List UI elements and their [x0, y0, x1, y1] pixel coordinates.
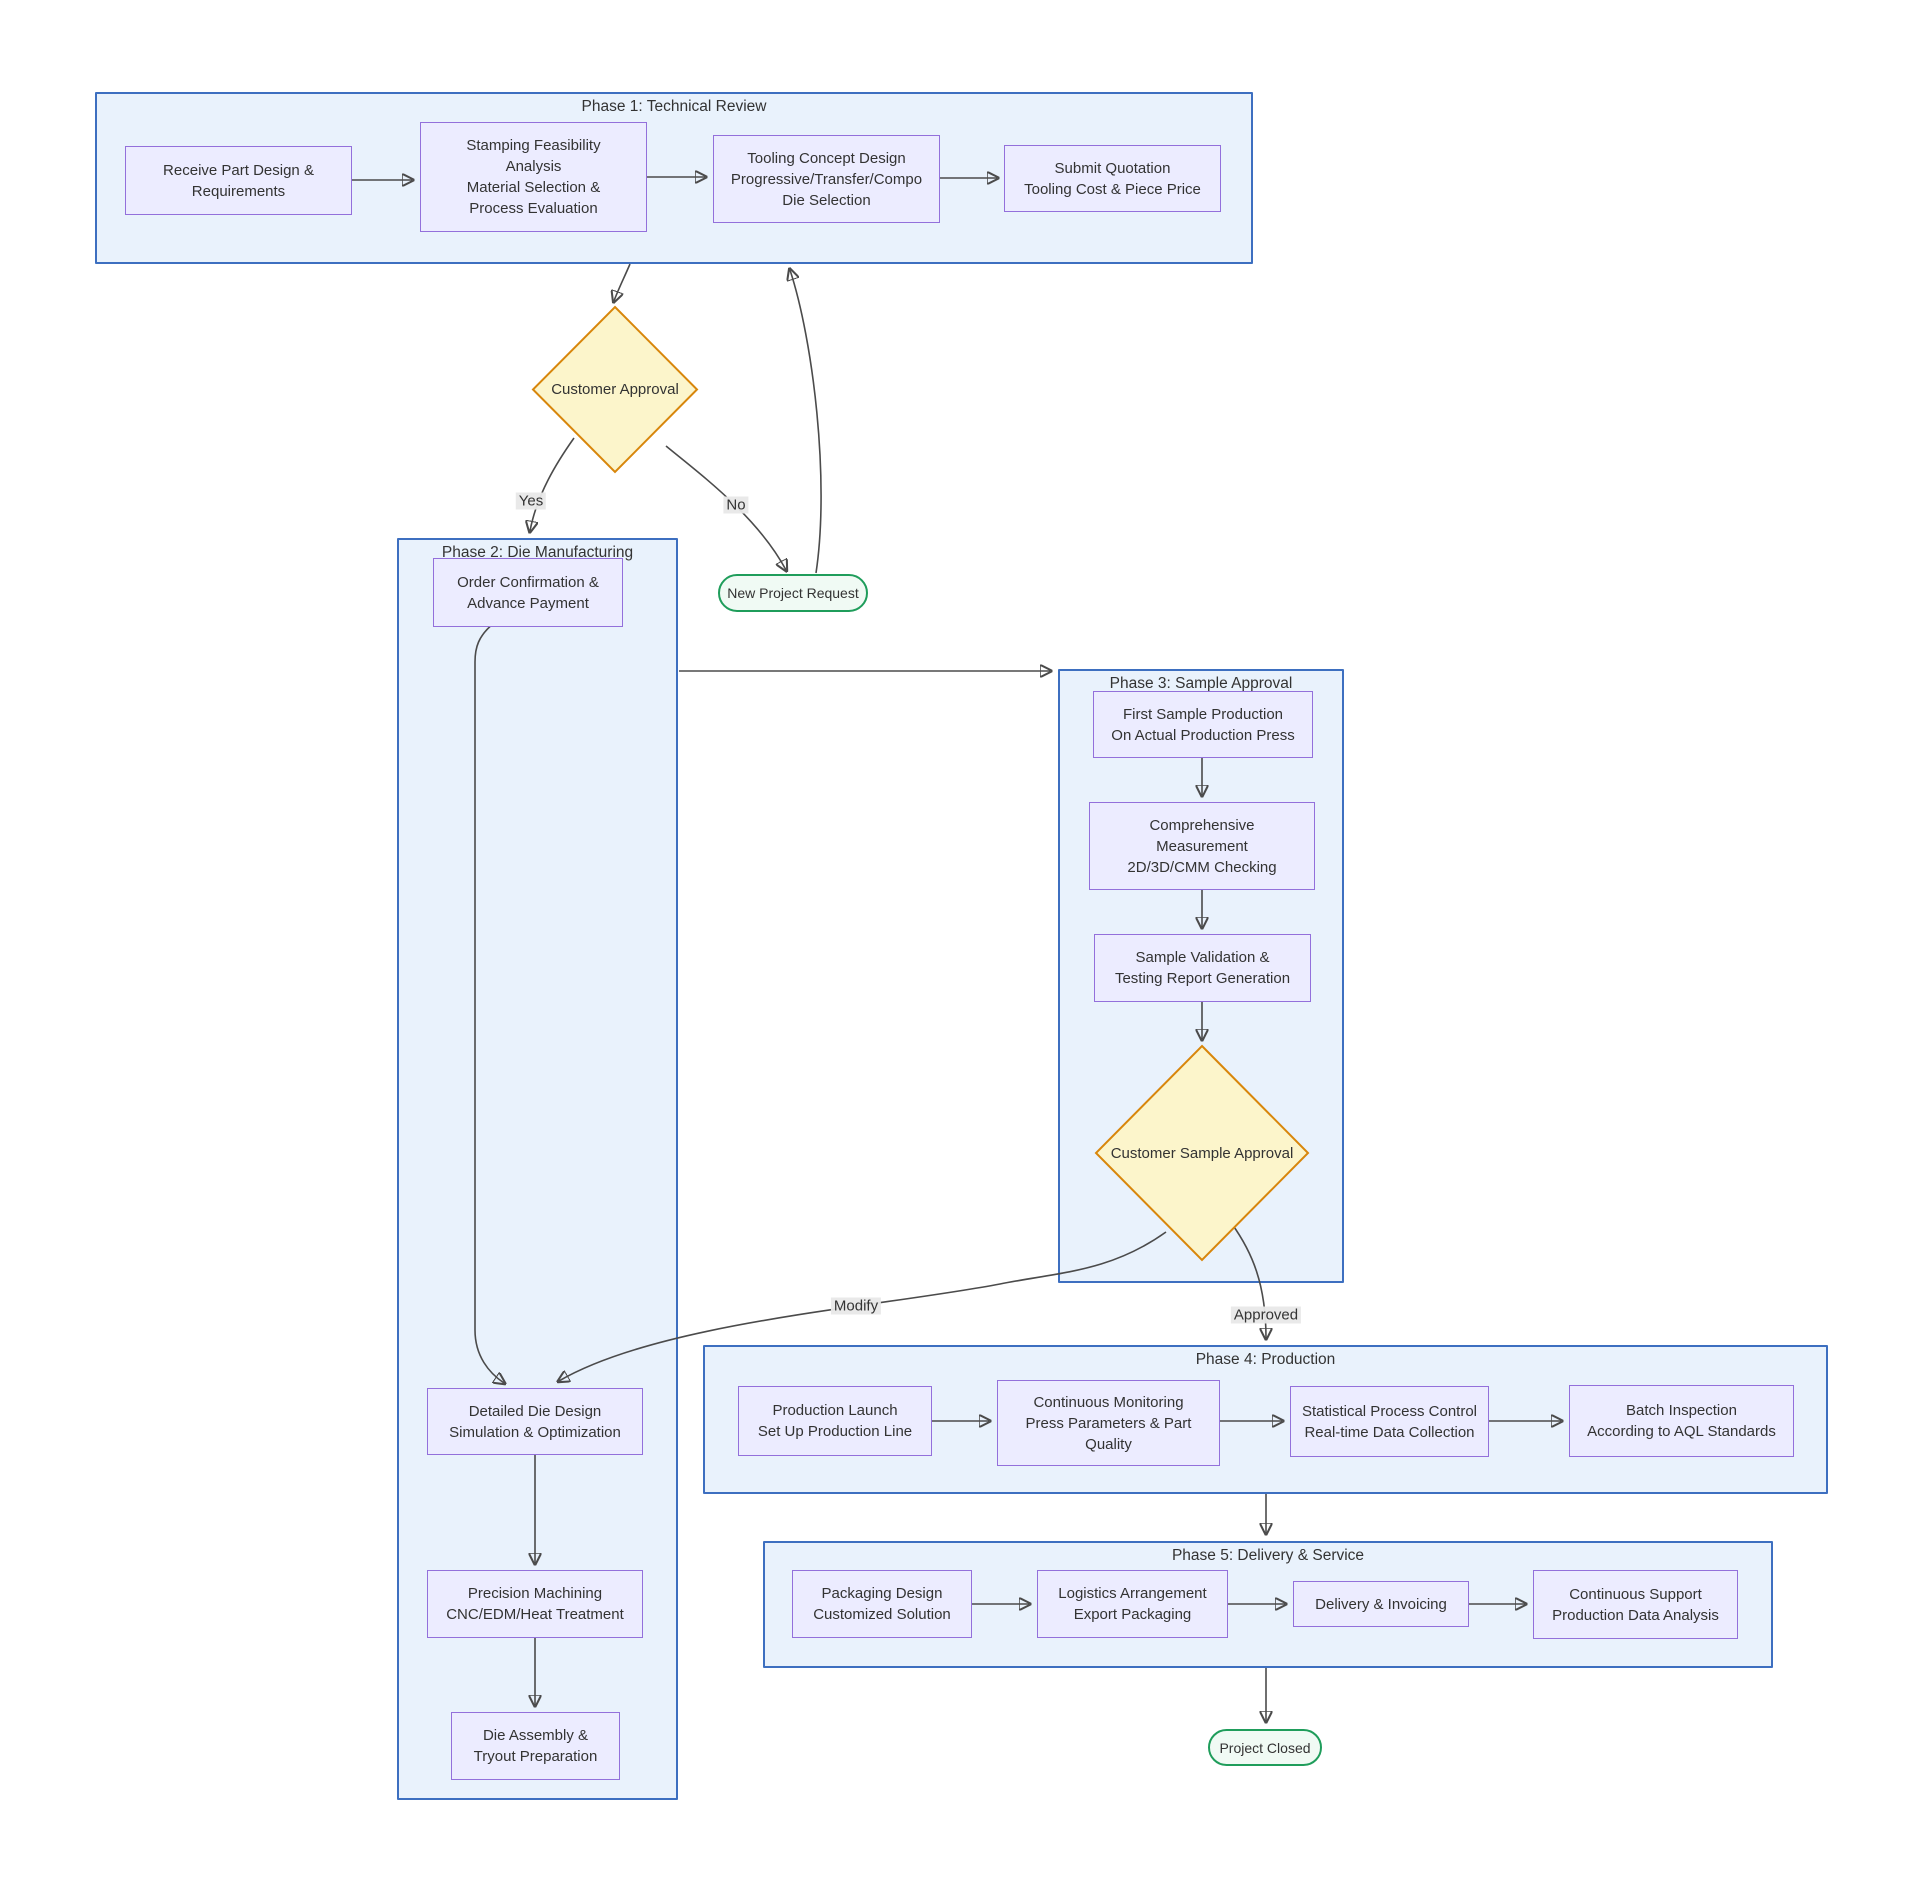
decision-label: Customer Sample Approval: [1110, 1144, 1294, 1162]
edge-label-yes: Yes: [515, 492, 547, 510]
node-text-line: Batch Inspection: [1626, 1402, 1737, 1419]
edge-new-project-to-phase1: [790, 270, 822, 574]
node-text-line: Stamping Feasibility: [466, 137, 601, 154]
edge-customer-approval-yes: [530, 437, 575, 531]
node-precision-machining[interactable]: Precision Machining CNC/EDM/Heat Treatme…: [427, 1570, 643, 1638]
edge-label-modify: Modify: [830, 1297, 882, 1315]
node-text-line: Tooling Cost & Piece Price: [1024, 180, 1201, 198]
node-text-line: Logistics Arrangement: [1058, 1585, 1207, 1602]
edge-order-confirmation-to-detailed-design: [474, 622, 504, 1383]
node-die-assembly[interactable]: Die Assembly & Tryout Preparation: [451, 1712, 620, 1780]
node-text-line: Packaging Design: [821, 1585, 943, 1602]
node-order-confirmation[interactable]: Order Confirmation & Advance Payment: [433, 558, 623, 627]
node-stamping-feasibility[interactable]: Stamping Feasibility Analysis Material S…: [420, 122, 647, 232]
node-text-line: Testing Report Generation: [1114, 970, 1291, 987]
node-receive-part-design[interactable]: Receive Part Design & Requirements: [125, 146, 352, 215]
node-text-line: Receive Part Design &: [163, 161, 314, 179]
terminal-new-project-request[interactable]: New Project Request: [718, 574, 868, 612]
edge-label-no: No: [723, 496, 749, 514]
node-text-line: Continuous Monitoring: [1033, 1393, 1184, 1411]
diamond-shape: [1096, 1046, 1308, 1260]
node-text-line: CNC/EDM/Heat Treatment: [446, 1606, 624, 1623]
node-text-line: Process Evaluation: [469, 200, 598, 217]
edge-phase1-to-customer-approval: [614, 263, 631, 301]
edge-sample-approval-modify: [559, 1231, 1167, 1381]
node-text-line: Measurement: [1156, 837, 1248, 855]
cluster-title-phase2: Phase 2: Die Manufacturing: [441, 544, 634, 561]
node-packaging-design[interactable]: Packaging Design Customized Solution: [792, 1570, 972, 1638]
decision-label: Customer Approval: [551, 381, 679, 398]
diamond-shape: [533, 307, 697, 472]
node-text-line: Tryout Preparation: [473, 1748, 598, 1765]
node-text-line: Progressive/Transfer/Compo: [730, 170, 923, 188]
node-continuous-support[interactable]: Continuous Support Production Data Analy…: [1533, 1570, 1738, 1639]
node-text-line: Set Up Production Line: [757, 1423, 913, 1440]
decision-customer-sample-approval[interactable]: Customer Sample Approval: [1096, 1046, 1308, 1260]
node-text-line: Analysis: [505, 158, 562, 175]
node-detailed-die-design[interactable]: Detailed Die Design Simulation & Optimiz…: [427, 1388, 643, 1455]
node-text-line: Tooling Concept Design: [747, 149, 906, 167]
cluster-title-phase5: Phase 5: Delivery & Service: [1171, 1547, 1365, 1564]
node-logistics-arrangement[interactable]: Logistics Arrangement Export Packaging: [1037, 1570, 1228, 1638]
node-text-line: Production Data Analysis: [1552, 1606, 1719, 1624]
cluster-title-phase3: Phase 3: Sample Approval: [1109, 675, 1293, 692]
node-text-line: Real-time Data Collection: [1304, 1423, 1475, 1441]
node-statistical-process-control[interactable]: Statistical Process Control Real-time Da…: [1290, 1386, 1489, 1457]
node-text-line: On Actual Production Press: [1111, 726, 1295, 744]
node-text-line: Press Parameters & Part: [1025, 1414, 1192, 1432]
node-text-line: Requirements: [191, 182, 286, 200]
terminal-project-closed[interactable]: Project Closed: [1208, 1729, 1322, 1766]
cluster-title-phase4: Phase 4: Production: [1195, 1351, 1336, 1368]
node-text-line: Submit Quotation: [1054, 159, 1171, 177]
node-batch-inspection[interactable]: Batch Inspection According to AQL Standa…: [1569, 1385, 1794, 1457]
node-text-line: Export Packaging: [1073, 1606, 1192, 1623]
node-text-line: Die Selection: [782, 191, 871, 209]
node-text-line: Advance Payment: [467, 594, 589, 612]
node-text-line: Detailed Die Design: [468, 1402, 602, 1420]
node-production-launch[interactable]: Production Launch Set Up Production Line: [738, 1386, 932, 1456]
node-text-line: Production Launch: [772, 1402, 898, 1419]
terminal-label: Project Closed: [1219, 1739, 1311, 1756]
node-text-line: Die Assembly &: [482, 1727, 589, 1744]
edge-label-approved: Approved: [1230, 1306, 1302, 1324]
node-tooling-concept-design[interactable]: Tooling Concept Design Progressive/Trans…: [713, 135, 940, 223]
node-text-line: 2D/3D/CMM Checking: [1127, 858, 1277, 876]
node-text-line: Customized Solution: [813, 1606, 951, 1623]
node-text-line: Statistical Process Control: [1301, 1402, 1478, 1420]
node-text-line: Continuous Support: [1569, 1585, 1702, 1603]
node-comprehensive-measurement[interactable]: Comprehensive Measurement 2D/3D/CMM Chec…: [1089, 802, 1315, 890]
node-text-line: First Sample Production: [1122, 705, 1284, 723]
node-text-line: Order Confirmation &: [457, 573, 599, 591]
node-first-sample-production[interactable]: First Sample Production On Actual Produc…: [1093, 691, 1313, 758]
node-sample-validation[interactable]: Sample Validation & Testing Report Gener…: [1094, 934, 1311, 1002]
node-text-line: Comprehensive: [1149, 816, 1255, 834]
node-delivery-invoicing[interactable]: Delivery & Invoicing: [1293, 1581, 1469, 1627]
node-text-line: Precision Machining: [467, 1585, 603, 1602]
node-text-line: Simulation & Optimization: [449, 1423, 621, 1441]
node-submit-quotation[interactable]: Submit Quotation Tooling Cost & Piece Pr…: [1004, 145, 1221, 212]
node-continuous-monitoring[interactable]: Continuous Monitoring Press Parameters &…: [997, 1380, 1220, 1466]
node-text-line: According to AQL Standards: [1587, 1423, 1776, 1440]
node-text-line: Material Selection &: [466, 179, 601, 196]
terminal-label: New Project Request: [727, 585, 859, 601]
cluster-title-phase1: Phase 1: Technical Review: [581, 98, 767, 115]
decision-customer-approval[interactable]: Customer Approval: [533, 307, 697, 472]
node-text-line: Sample Validation &: [1135, 949, 1270, 966]
node-text-line: Quality: [1085, 1435, 1132, 1453]
node-text-line: Delivery & Invoicing: [1315, 1595, 1447, 1613]
